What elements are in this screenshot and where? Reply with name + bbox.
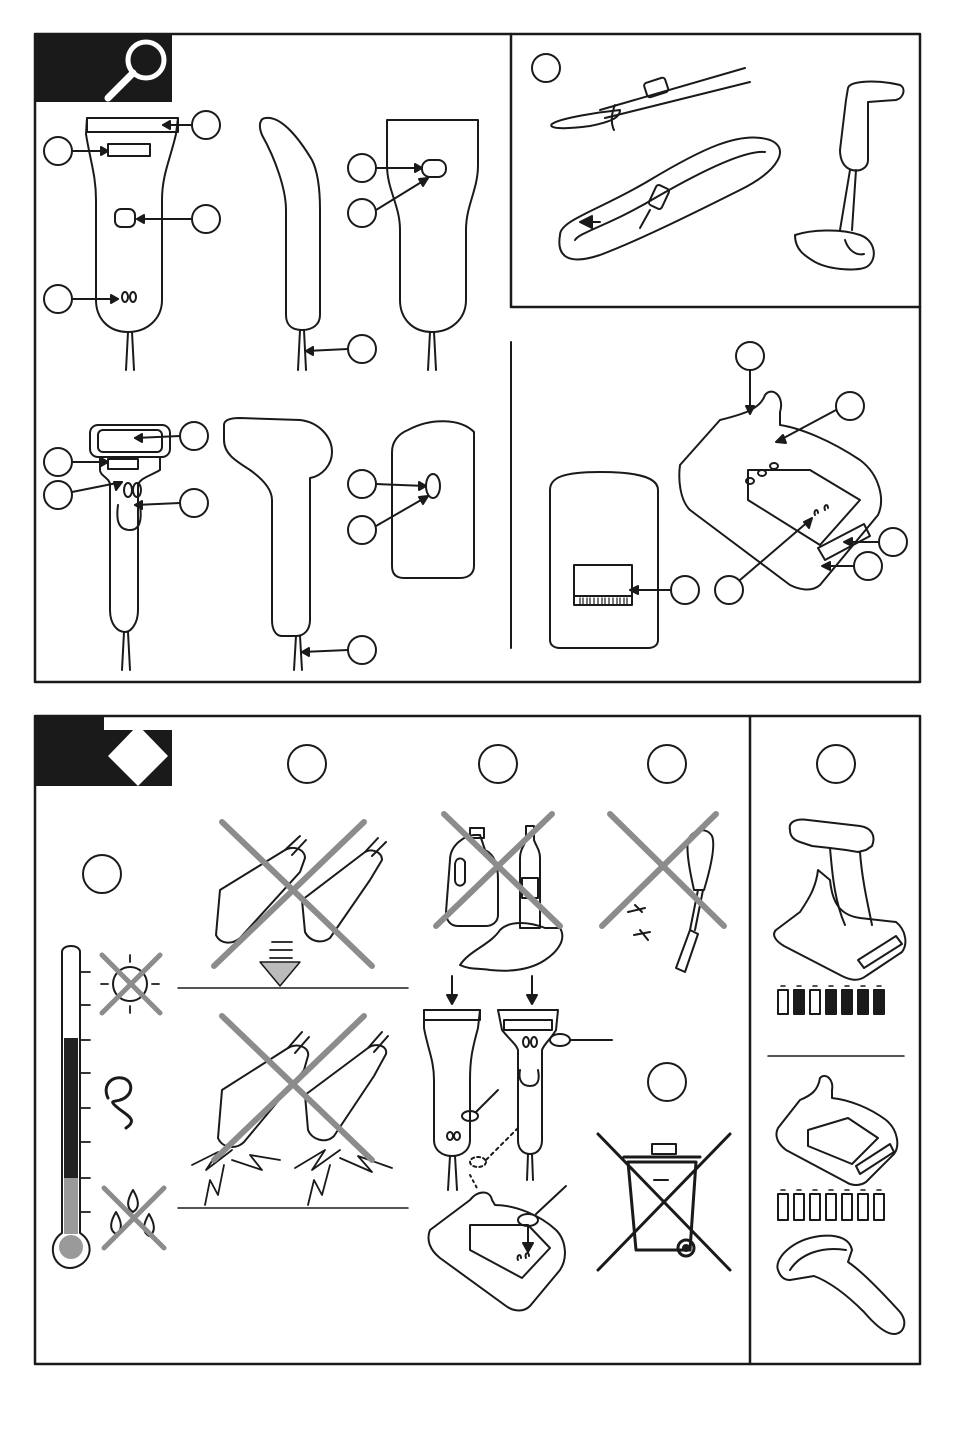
humidity-squiggle-icon	[106, 1078, 131, 1128]
wrist-strap-attachment	[532, 54, 903, 269]
gun-scanner-side-view	[224, 418, 332, 670]
callout-marker-cable	[306, 335, 376, 363]
no-solvent-icon	[436, 814, 562, 971]
battery-charging-cradle-empty	[776, 1076, 897, 1185]
humidity-crossed-icon	[104, 1188, 164, 1248]
no-drop-icon	[214, 822, 386, 986]
scanner-side-view	[260, 118, 320, 370]
scanner-back-view	[387, 120, 478, 370]
callout-markers-gun-back	[348, 470, 428, 544]
battery-charging-cradle	[774, 819, 905, 979]
battery-set-icon-charged	[778, 986, 884, 1014]
battery-set-icon	[778, 1190, 884, 1220]
callout-markers-front	[44, 111, 220, 313]
gun-scanner-back-view	[392, 421, 474, 578]
cleaning-procedure	[424, 976, 612, 1311]
magnifier-icon	[35, 34, 172, 102]
bottom-panel	[35, 716, 920, 1364]
sun-crossed-icon	[101, 955, 160, 1013]
callout-marker-gun-cable	[302, 636, 376, 664]
weee-crossed-bin-icon	[598, 1134, 730, 1270]
no-shock-icon	[192, 1016, 392, 1205]
scanner-front-view	[86, 118, 178, 370]
cradle-bottom-label	[550, 472, 699, 648]
cradle-base	[679, 392, 881, 590]
diamond-icon	[35, 716, 172, 786]
gun-scanner-lying	[777, 1236, 904, 1334]
thermometer-icon	[53, 946, 90, 1268]
section-circle-markers	[83, 745, 855, 1101]
no-screwdriver-icon	[602, 814, 724, 972]
callout-markers-cradle	[715, 342, 907, 604]
